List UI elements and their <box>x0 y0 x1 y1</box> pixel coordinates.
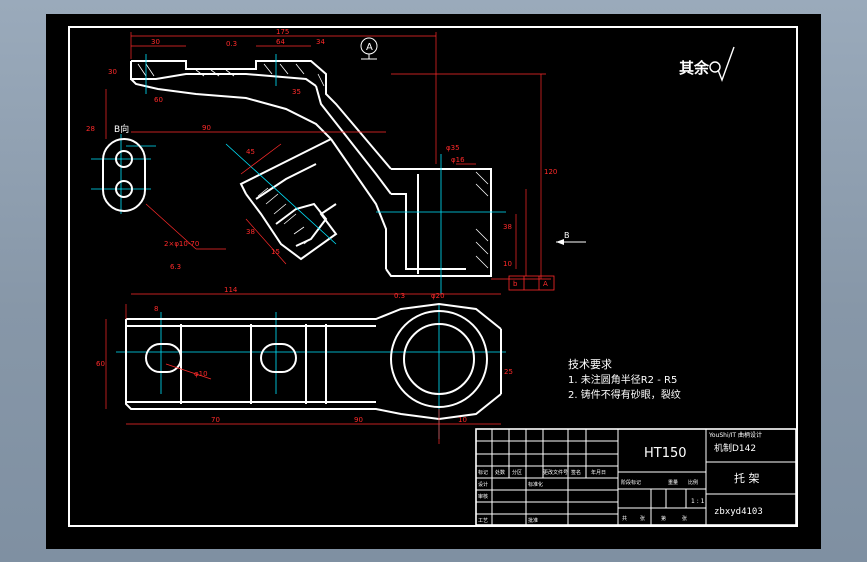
dim-bore-da: 0.3 <box>394 292 405 300</box>
tech-req-title: 技术要求 <box>568 358 612 371</box>
technical-drawing: 其余 A B <box>68 26 798 527</box>
drawing-sheet: 其余 A B <box>46 14 821 549</box>
stage-label-1: 阶段标记 <box>621 479 641 486</box>
datum-a-callout: A <box>360 37 378 60</box>
svg-text:B: B <box>564 231 570 240</box>
dim-slot-28: 28 <box>86 125 95 133</box>
title-block <box>475 428 797 526</box>
dim-mid-15: 15 <box>271 248 280 256</box>
hdr-label-6: 年月日 <box>591 469 606 476</box>
sheet-label-1: 共 <box>622 515 627 522</box>
row-label-5: 标准化 <box>528 481 543 488</box>
row-label-2: 审核 <box>478 493 488 500</box>
hdr-label-5: 签名 <box>571 469 581 476</box>
title-material: HT150 <box>644 446 687 461</box>
section-hatching <box>137 63 489 269</box>
sheet-label-2: 张 <box>640 515 645 522</box>
slot-view-label: B向 <box>114 123 129 135</box>
dim-top-34: 34 <box>316 38 325 46</box>
dim-top-30: 30 <box>151 38 160 46</box>
dim-bore-top: φ35 <box>446 144 460 152</box>
tol-a: A <box>543 280 548 288</box>
dim-mid-38: 38 <box>246 228 255 236</box>
roughness-symbol-icon <box>709 46 735 82</box>
tech-req-item-1: 1. 未注圆角半径R2 - R5 <box>568 373 677 386</box>
dimension-lines <box>105 32 551 444</box>
view-b-arrow: B <box>556 231 586 245</box>
title-scale: 1 : 1 <box>691 498 705 505</box>
dim-left-30: 30 <box>108 68 117 76</box>
dim-left-35: 35 <box>292 88 301 96</box>
stage-label-2: 重量 <box>668 479 678 486</box>
row-label-4: 批准 <box>528 517 538 524</box>
hdr-label-3: 分区 <box>512 469 522 476</box>
hdr-label-1: 标记 <box>478 469 488 476</box>
title-part-name: 托 架 <box>734 471 760 485</box>
roughness-note: 其余 <box>679 59 710 77</box>
dim-plan-60: 60 <box>96 360 105 368</box>
dim-bore-38: 38 <box>503 223 512 231</box>
dim-top-64: 64 <box>276 38 285 46</box>
dim-plan-8: 8 <box>154 305 158 313</box>
sheet-label-3: 第 <box>661 515 666 522</box>
title-school: YouShi/IT 曲柄设计 <box>708 431 762 439</box>
dim-right-120: 120 <box>544 168 557 176</box>
dim-plan-90: 90 <box>354 416 363 424</box>
tolerance-frame <box>508 275 555 291</box>
dim-top-175: 175 <box>276 28 289 36</box>
tol-b: b <box>513 280 518 288</box>
dim-plan-70: 70 <box>211 416 220 424</box>
dim-left-90: 90 <box>202 124 211 132</box>
row-label-3: 工艺 <box>478 518 488 524</box>
dim-bore-126: φ16 <box>451 156 465 164</box>
title-class-code: 机制D142 <box>714 442 756 454</box>
hdr-label-4: 更改文件号 <box>543 469 568 476</box>
dim-slot-63: 6.3 <box>170 263 181 271</box>
sheet-label-4: 张 <box>682 515 687 522</box>
dim-bore-10: 10 <box>503 260 512 268</box>
stage-label-3: 比例 <box>688 479 698 486</box>
row-label-1: 设计 <box>478 481 488 488</box>
plan-view <box>125 302 502 421</box>
dim-plan-25: 25 <box>504 368 513 376</box>
tech-req-item-2: 2. 铸件不得有砂眼，裂纹 <box>568 388 681 401</box>
title-drawing-no: zbxyd4103 <box>714 507 763 517</box>
dim-plan-114: 114 <box>224 286 238 294</box>
hdr-label-2: 处数 <box>495 469 505 476</box>
dim-bore-db: φ20 <box>431 292 445 300</box>
centerlines <box>91 54 506 439</box>
dim-mid-45: 45 <box>246 148 255 156</box>
dim-left-60: 60 <box>154 96 163 104</box>
svg-text:A: A <box>366 42 373 53</box>
dim-plan-10a: φ10 <box>194 370 208 378</box>
dim-top-r3: 0.3 <box>226 40 237 48</box>
drawing-border <box>68 26 798 527</box>
dim-slot-2x: 2×φ10-70 <box>164 240 199 248</box>
b-view-slot <box>102 138 146 212</box>
front-view <box>130 60 492 277</box>
dim-plan-10b: 10 <box>458 416 467 424</box>
